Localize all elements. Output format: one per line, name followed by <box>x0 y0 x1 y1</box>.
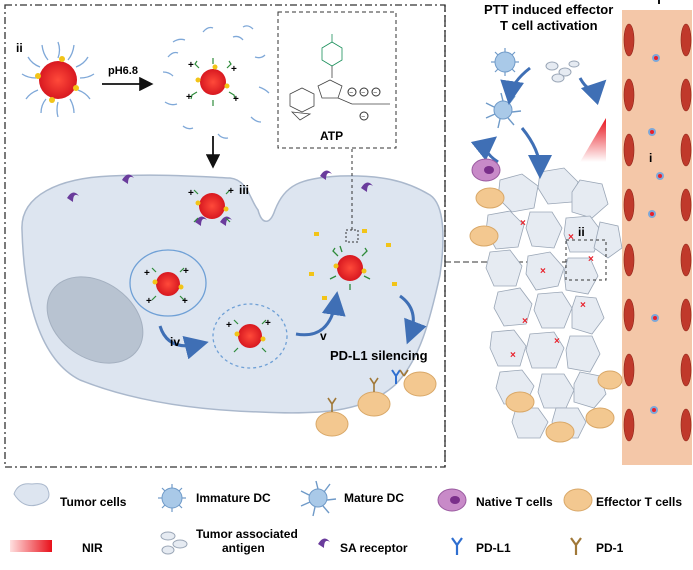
nanoparticle-escape: + + <box>226 318 271 353</box>
legend-mature-dc-icon <box>300 480 337 517</box>
tumor-tissue <box>485 167 623 439</box>
ph-label: pH6.8 <box>108 65 138 77</box>
svg-text:−: − <box>361 114 365 121</box>
nanoparticle-endosome: + + + + <box>144 266 189 307</box>
cell-nucleus <box>46 276 144 364</box>
svg-text:+: + <box>228 186 234 197</box>
svg-text:×: × <box>540 266 546 277</box>
legend-sa-icon <box>318 538 330 548</box>
atp-charges: − − − − <box>347 87 381 121</box>
svg-text:×: × <box>522 316 528 327</box>
svg-text:−: − <box>373 90 377 97</box>
mature-dc <box>485 92 522 129</box>
svg-text:+: + <box>182 296 188 307</box>
step-iv-arrow <box>158 325 209 360</box>
nanoparticle-charged: + + + + <box>162 25 270 139</box>
svg-text:+: + <box>226 320 232 331</box>
vessel-i-label: i <box>649 151 652 165</box>
step-v-arrow <box>295 291 346 337</box>
effector-t-cells-left <box>315 369 437 437</box>
svg-text:+: + <box>144 268 150 279</box>
nanoparticle-binding: + + <box>188 186 234 223</box>
svg-text:×: × <box>588 254 594 265</box>
legend-antigen-icon <box>160 531 188 555</box>
legend-immature-dc-icon <box>158 484 186 512</box>
nanoparticle-released <box>329 245 371 290</box>
cycle-arrow-4 <box>470 136 499 164</box>
svg-text:+: + <box>146 296 152 307</box>
legend-pd1-icon <box>570 537 582 555</box>
effector-t-cells-tissue <box>469 187 623 443</box>
svg-text:−: − <box>349 90 353 97</box>
legend-pd1: PD-1 <box>596 541 624 555</box>
legend-pdl1: PD-L1 <box>476 541 511 555</box>
tissue-zoom-box <box>565 239 607 281</box>
svg-text:+: + <box>231 64 237 75</box>
red-blood-cells <box>623 23 692 442</box>
cycle-arrow-3 <box>520 127 552 179</box>
svg-text:+: + <box>183 266 189 277</box>
svg-text:+: + <box>186 92 192 103</box>
svg-text:×: × <box>580 300 586 311</box>
cycle-arrow-2 <box>500 66 531 105</box>
tumor-antigen <box>545 60 580 83</box>
native-t-cell <box>471 158 501 182</box>
atp-inset <box>277 11 397 149</box>
legend-effector-t-icon <box>563 488 593 512</box>
legend-immature-dc: Immature DC <box>196 491 271 505</box>
svg-text:×: × <box>554 336 560 347</box>
silencing-arrow <box>399 294 427 345</box>
legend-mature-dc: Mature DC <box>344 491 404 505</box>
legend-nir: NIR <box>82 541 103 555</box>
legend-native-t: Native T cells <box>476 495 553 509</box>
svg-text:+: + <box>188 60 194 71</box>
legend-tumor-cell-icon <box>13 483 50 507</box>
step-v-label: v <box>320 329 327 343</box>
step-ii-label: ii <box>16 41 23 55</box>
svg-text:+: + <box>188 188 194 199</box>
cycle-arrow-1 <box>578 77 607 106</box>
immature-dc <box>491 48 519 76</box>
nanoparticle-micelle <box>21 41 95 118</box>
pdl1-silencing-label: PD-L1 silencing <box>330 348 428 363</box>
svg-text:×: × <box>520 218 526 229</box>
tissue-ii-label: ii <box>578 225 585 239</box>
svg-text:+: + <box>265 318 271 329</box>
ptt-title-line1: PTT induced effector <box>484 2 613 17</box>
blood-vessel <box>622 10 692 465</box>
svg-text:−: − <box>361 90 365 97</box>
svg-text:×: × <box>510 350 516 361</box>
released-payload <box>309 229 397 300</box>
atp-structure <box>289 34 390 121</box>
atp-label: ATP <box>320 129 343 143</box>
legend-sa: SA receptor <box>340 541 408 555</box>
pdl1-receptor <box>391 369 401 384</box>
step-iii-label: iii <box>239 183 249 197</box>
svg-text:×: × <box>568 232 574 243</box>
sa-receptors <box>67 170 373 226</box>
legend-nir-icon <box>10 540 52 552</box>
legend-pdl1-icon <box>451 537 463 555</box>
legend-taa-line1: Tumor associated <box>196 527 298 541</box>
legend-effector-t: Effector T cells <box>596 495 682 509</box>
legend-native-t-icon <box>437 488 467 512</box>
legend: Tumor cells Immature DC Mature DC Native… <box>10 480 682 555</box>
ptt-title-line2: T cell activation <box>500 18 598 33</box>
legend-taa-line2: antigen <box>222 541 265 555</box>
tissue-nanoparticles: × × × × × × × × <box>510 218 594 361</box>
vessel-nanoparticles <box>648 54 664 414</box>
step-iv-label: iv <box>170 335 180 349</box>
legend-tumor-cells: Tumor cells <box>60 495 127 509</box>
endosome-escape <box>212 303 288 369</box>
nir-beam <box>580 118 606 162</box>
svg-text:+: + <box>233 94 239 105</box>
